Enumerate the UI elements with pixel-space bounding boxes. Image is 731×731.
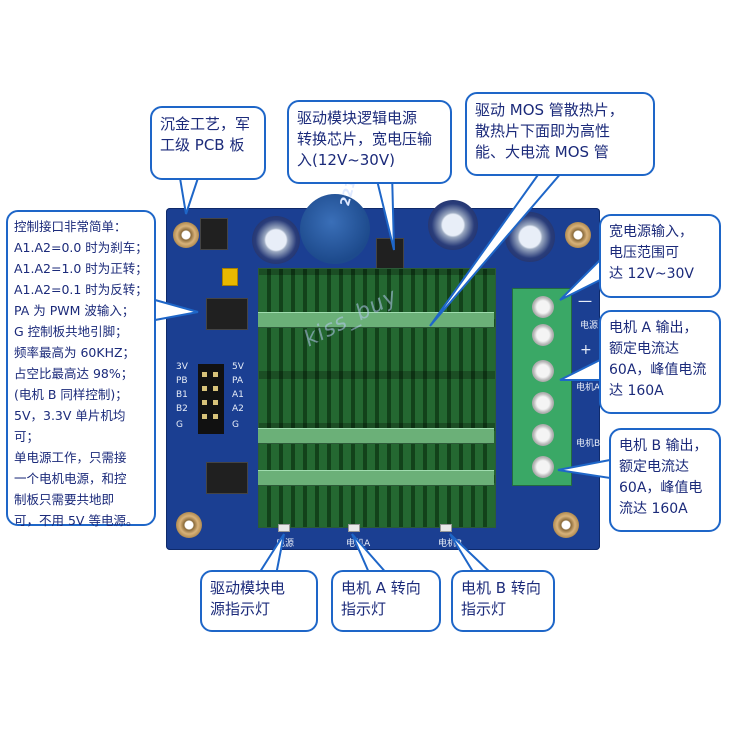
- driver-ic: [206, 462, 248, 494]
- callout-motor-b: 电机 B 输出， 额定电流达 60A，峰值电 流达 160A: [609, 428, 721, 532]
- capacitor: [428, 200, 478, 250]
- buzzer: 221: [300, 178, 370, 264]
- terminal-screw: [532, 456, 554, 478]
- header-label-a2: A2: [232, 404, 244, 414]
- pointer-motor-a: [559, 358, 601, 381]
- capacitor: [252, 216, 300, 264]
- pointer-pcb: [178, 177, 200, 215]
- heatsink-band: [258, 470, 494, 486]
- header-label-g: G: [176, 420, 183, 430]
- pointer-power-input: [559, 257, 601, 301]
- callout-motor-a: 电机 A 输出， 额定电流达 60A，峰值电流 达 160A: [599, 310, 721, 414]
- pointer-control: [154, 298, 199, 322]
- terminal-label-motor-b: 电机B: [576, 439, 601, 449]
- driver-ic: [206, 298, 248, 330]
- header-label-pb: PB: [176, 376, 188, 386]
- callout-mos: 驱动 MOS 管散热片， 散热片下面即为高性 能、大电流 MOS 管: [465, 92, 655, 176]
- callout-led-b: 电机 B 转向 指示灯: [451, 570, 555, 632]
- mounting-hole: [176, 512, 202, 538]
- callout-power-input: 宽电源输入， 电压范围可 达 12V~30V: [599, 214, 721, 298]
- led-label-power: 电源: [276, 539, 295, 549]
- terminal-screw: [532, 392, 554, 414]
- pointer-led-b: [449, 533, 496, 576]
- mounting-hole: [553, 512, 579, 538]
- pointer-led-a: [351, 533, 391, 576]
- pointer-motor-b: [557, 458, 611, 480]
- header-label-5v-a: 5V: [232, 362, 244, 372]
- header-label-a1: A1: [232, 390, 244, 400]
- terminal-label-motor-a: 电机A: [576, 383, 601, 393]
- terminal-screw: [532, 424, 554, 446]
- callout-pcb: 沉金工艺，军 工级 PCB 板: [150, 106, 266, 180]
- terminal-screw: [532, 360, 554, 382]
- callout-control-interface: 控制接口非常简单： A1.A2=0.0 时为刹车； A1.A2=1.0 时为正转…: [6, 210, 156, 528]
- power-led: [278, 524, 290, 532]
- logic-power-chip: [376, 238, 404, 270]
- smd-component: [222, 268, 238, 286]
- regulator-chip: [200, 218, 228, 250]
- pointer-led-power: [256, 533, 285, 576]
- terminal-label-power: 电源: [580, 321, 599, 331]
- heatsink-band: [258, 428, 494, 444]
- terminal-label-minus: 一: [578, 295, 592, 311]
- callout-led-a: 电机 A 转向 指示灯: [331, 570, 441, 632]
- mounting-hole: [173, 222, 199, 248]
- callout-led-power: 驱动模块电 源指示灯: [200, 570, 318, 632]
- motor-b-led: [440, 524, 452, 532]
- header-label-pa: PA: [232, 376, 244, 386]
- motor-a-led: [348, 524, 360, 532]
- header-label-b1: B1: [176, 390, 188, 400]
- callout-logic-power: 驱动模块逻辑电源 转换芯片，宽电压输 入(12V~30V): [287, 100, 452, 184]
- terminal-screw: [532, 296, 554, 318]
- pointer-mos: [429, 171, 565, 327]
- header-label-g-a: G: [232, 420, 239, 430]
- mounting-hole: [565, 222, 591, 248]
- terminal-screw: [532, 324, 554, 346]
- header-label-5v: 3V: [176, 362, 188, 372]
- control-header: [198, 364, 224, 434]
- heatsink-band: [258, 312, 494, 328]
- led-label-motor-b: 电机B: [438, 539, 463, 549]
- header-label-b2: B2: [176, 404, 188, 414]
- terminal-block: [512, 288, 572, 486]
- terminal-label-plus: +: [580, 342, 592, 358]
